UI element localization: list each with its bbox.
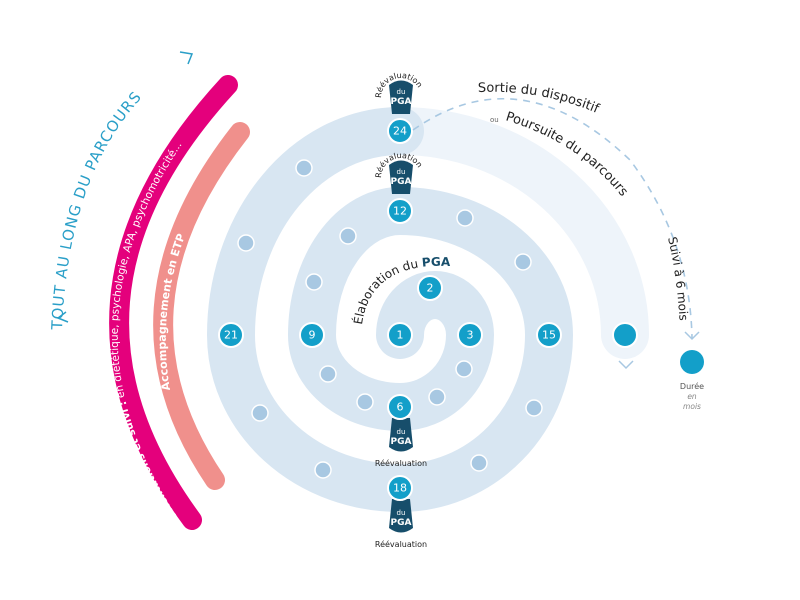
title: TOUT AU LONG DU PARCOURS (48, 88, 145, 332)
svg-text:du: du (397, 428, 406, 436)
node-9 (299, 322, 325, 348)
node-6 (387, 394, 413, 420)
month-label: 15 (542, 329, 556, 342)
node-18 (387, 475, 413, 501)
suivi-label: Suivi à 6 mois (665, 235, 690, 321)
node-1 (387, 322, 413, 348)
node-24 (387, 118, 413, 144)
month-label: 12 (393, 205, 407, 218)
svg-text:PGA: PGA (391, 97, 412, 107)
legend-dot (680, 350, 704, 374)
svg-text:du: du (397, 509, 406, 517)
chevron-down-icon (684, 331, 700, 341)
node-end (612, 322, 638, 348)
svg-text:Réévaluation: Réévaluation (375, 458, 427, 468)
node-2 (417, 275, 443, 301)
month-nodes (218, 118, 638, 501)
month-label: 21 (224, 329, 238, 342)
svg-text:PGA: PGA (391, 437, 412, 447)
svg-text:du: du (397, 168, 406, 176)
spiral-track-end (376, 107, 649, 359)
month-label: 2 (427, 282, 434, 295)
month-dots (237, 159, 543, 479)
reevaluation-marker-18: du PGA Réévaluation (375, 499, 427, 549)
svg-text:PGA: PGA (391, 518, 412, 528)
chevron-right-icon (179, 51, 194, 65)
month-label: 1 (397, 329, 404, 342)
reevaluation-marker-6: du PGA Réévaluation (375, 418, 427, 468)
svg-text:PGA: PGA (391, 177, 412, 187)
month-label: 6 (397, 401, 404, 414)
legend-duree: Durée (680, 381, 704, 391)
followup-dashed-line (412, 97, 693, 339)
month-label: 24 (393, 125, 407, 138)
legend-mois: mois (683, 402, 701, 411)
node-21 (218, 322, 244, 348)
month-label: 3 (467, 329, 474, 342)
month-label: 9 (309, 329, 316, 342)
ou-label: ou (490, 116, 499, 124)
node-3 (457, 322, 483, 348)
svg-text:Réévaluation: Réévaluation (375, 539, 427, 549)
chevron-down-icon (618, 360, 634, 370)
orientations-arc (109, 75, 238, 530)
node-15 (536, 322, 562, 348)
etp-arc (153, 122, 250, 490)
legend-en: en (687, 392, 697, 401)
chevron-left-icon (56, 311, 69, 323)
node-12 (387, 198, 413, 224)
month-label: 18 (393, 482, 407, 495)
svg-text:du: du (397, 88, 406, 96)
sortie-label: Sortie du dispositif (478, 81, 602, 117)
reevaluation-marker-12: Réévaluation du PGA (374, 151, 424, 194)
